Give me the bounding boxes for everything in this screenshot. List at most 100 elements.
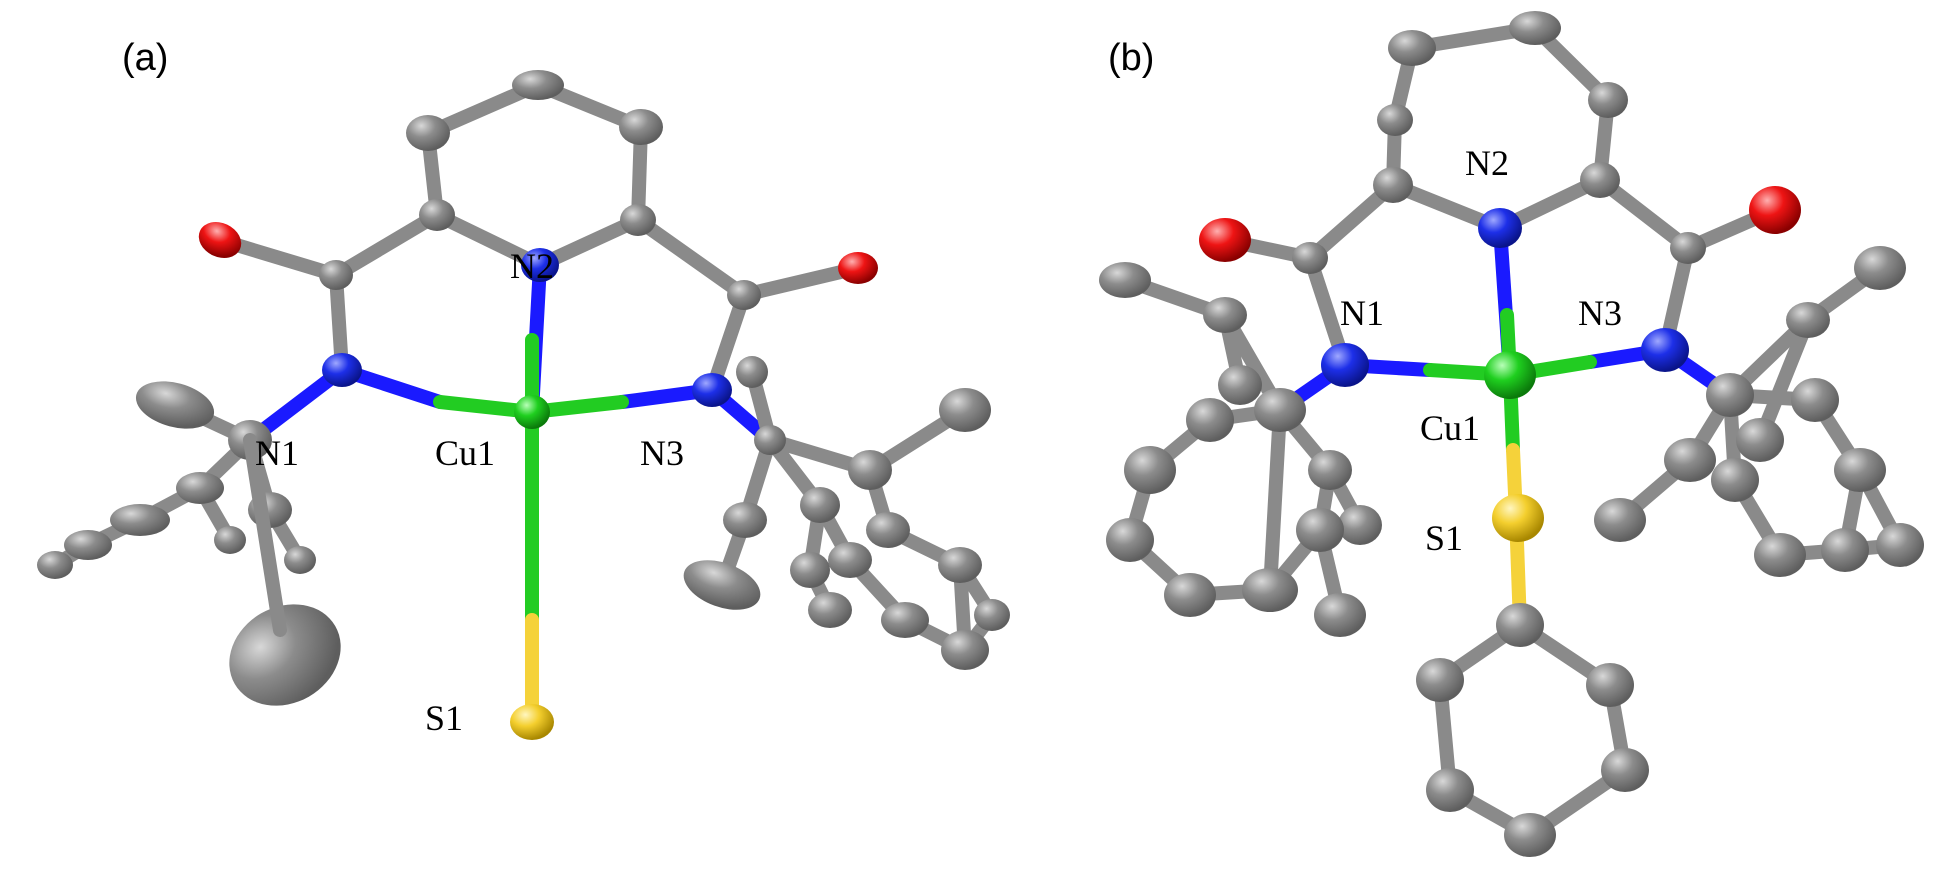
oxygen-atom xyxy=(1749,186,1801,234)
carbon-atom xyxy=(64,530,112,560)
carbon-atom xyxy=(848,450,892,490)
carbon-atom xyxy=(1586,663,1634,707)
carbon-atom xyxy=(319,260,353,290)
carbon-atom xyxy=(1670,232,1706,264)
carbon-atom xyxy=(1099,262,1151,298)
carbon-atom xyxy=(723,502,767,538)
carbon-atom xyxy=(1296,508,1344,552)
carbon-atom xyxy=(1664,438,1716,482)
carbon-atom xyxy=(1308,450,1352,490)
carbon-atom xyxy=(1292,242,1328,274)
carbon-atom xyxy=(419,199,455,231)
panel-a-atoms xyxy=(37,70,1010,740)
panel-b-bonds xyxy=(1118,21,1907,842)
carbon-atom xyxy=(512,70,564,100)
bond-c-n xyxy=(430,208,547,272)
carbon-atom xyxy=(1373,167,1413,203)
carbon-atom xyxy=(1754,533,1806,577)
carbon-atom xyxy=(1496,603,1544,647)
carbon-atom xyxy=(1504,813,1556,857)
nitrogen-atom-n2 xyxy=(1478,208,1522,248)
bond-c-c xyxy=(631,213,751,302)
oxygen-atom xyxy=(1199,218,1251,262)
carbon-atom xyxy=(1834,448,1886,492)
nitrogen-atom-n1 xyxy=(1321,343,1369,387)
carbon-atom xyxy=(1218,365,1262,405)
oxygen-atom xyxy=(198,222,242,258)
carbon-atom xyxy=(1791,378,1839,422)
bond-c-c xyxy=(1263,403,1287,597)
carbon-atom xyxy=(800,487,840,523)
carbon-atom xyxy=(1164,573,1216,617)
carbon-atom xyxy=(406,115,450,151)
label-n3: N3 xyxy=(1578,293,1622,333)
carbon-atom xyxy=(754,425,786,455)
label-n3: N3 xyxy=(640,433,684,473)
oxygen-atom xyxy=(838,252,878,284)
label-n1: N1 xyxy=(1340,293,1384,333)
carbon-atom xyxy=(1821,528,1869,572)
nitrogen-atom-n2 xyxy=(521,248,559,282)
carbon-atom xyxy=(1416,658,1464,702)
carbon-atom xyxy=(683,560,761,610)
carbon-atom xyxy=(938,547,982,583)
carbon-atom xyxy=(1509,11,1561,45)
carbon-atom xyxy=(1377,104,1413,136)
carbon-atom xyxy=(214,526,246,554)
carbon-atom xyxy=(1706,373,1754,417)
carbon-atom xyxy=(881,602,929,638)
carbon-atom xyxy=(808,592,852,628)
sulfur-atom-s1 xyxy=(510,704,554,740)
carbon-atom xyxy=(229,604,341,706)
carbon-atom xyxy=(727,280,761,310)
carbon-atom xyxy=(1854,246,1906,290)
carbon-atom xyxy=(135,381,215,429)
carbon-atom xyxy=(110,504,170,536)
carbon-atom xyxy=(1711,458,1759,502)
carbon-atom xyxy=(1203,297,1247,333)
sulfur-atom-s1 xyxy=(1492,494,1544,542)
carbon-atom xyxy=(1426,768,1474,812)
carbon-atom xyxy=(1876,523,1924,567)
bond-c-c xyxy=(329,208,444,282)
copper-atom-cu1 xyxy=(514,395,550,429)
carbon-atom xyxy=(284,546,316,574)
label-s1: S1 xyxy=(1425,518,1463,558)
nitrogen-atom-n3 xyxy=(692,373,732,407)
label-n1: N1 xyxy=(255,433,299,473)
carbon-atom xyxy=(828,542,872,578)
carbon-atom xyxy=(974,599,1010,631)
panel-a: (a) xyxy=(37,37,1010,740)
carbon-atom xyxy=(176,472,224,504)
label-n2: N2 xyxy=(1465,143,1509,183)
carbon-atom xyxy=(1594,498,1646,542)
carbon-atom xyxy=(620,204,656,236)
carbon-atom xyxy=(736,356,768,388)
carbon-atom xyxy=(1388,30,1436,66)
copper-atom-cu1 xyxy=(1484,351,1536,399)
carbon-atom xyxy=(939,388,991,432)
panel-b-letter: (b) xyxy=(1108,37,1154,79)
panel-b: (b) xyxy=(1099,11,1924,857)
carbon-atom xyxy=(1338,505,1382,545)
carbon-atom xyxy=(619,109,663,145)
nitrogen-atom-n1 xyxy=(322,353,362,387)
label-cu1: Cu1 xyxy=(435,433,495,473)
carbon-atom xyxy=(1254,388,1306,432)
carbon-atom xyxy=(790,552,830,588)
carbon-atom xyxy=(1580,162,1620,198)
carbon-atom xyxy=(1736,418,1784,462)
carbon-atom xyxy=(1106,518,1154,562)
carbon-atom xyxy=(1786,302,1830,338)
carbon-atom xyxy=(941,630,989,670)
carbon-atom xyxy=(1124,446,1176,494)
label-cu1: Cu1 xyxy=(1420,408,1480,448)
panel-b-atoms xyxy=(1099,11,1924,857)
carbon-atom xyxy=(1601,748,1649,792)
carbon-atom xyxy=(1588,82,1628,118)
panel-a-letter: (a) xyxy=(122,37,168,79)
carbon-atom xyxy=(1242,568,1298,612)
carbon-atom xyxy=(37,551,73,579)
label-n2: N2 xyxy=(510,246,554,286)
